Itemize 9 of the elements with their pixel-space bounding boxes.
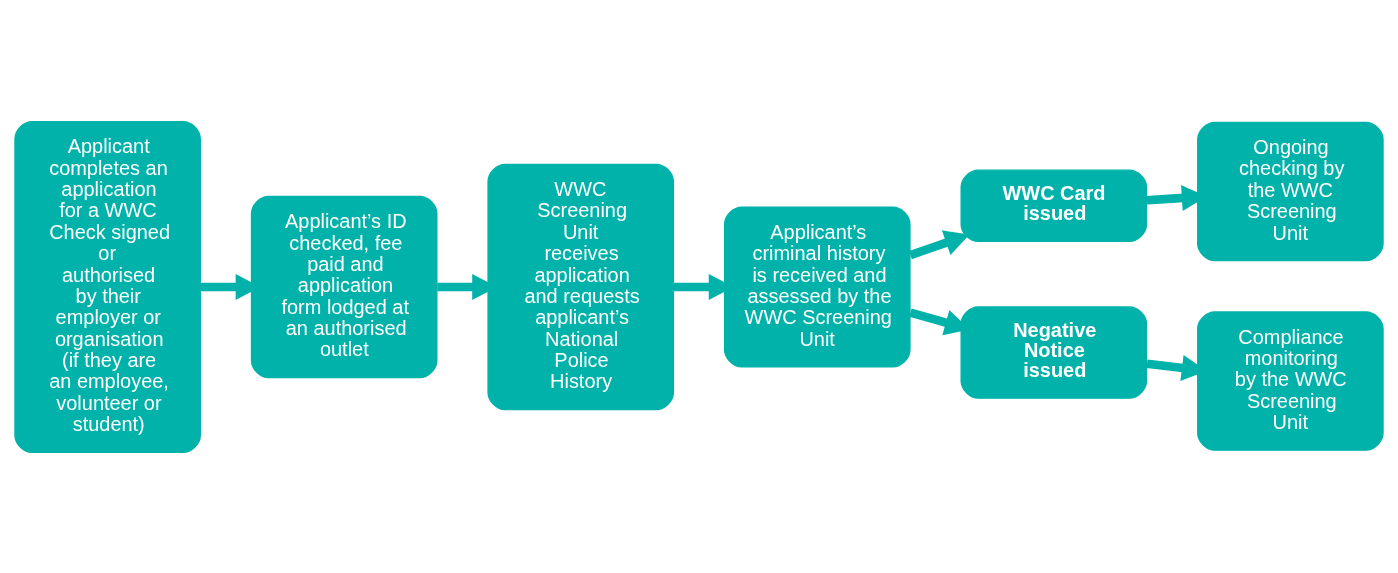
arrow xyxy=(909,229,970,259)
node-box: Applicant completes an application for a WWC Check signed or authorised by their employer or organisation (if they are an employee, volunteer or student) xyxy=(14,120,201,453)
node-box: Applicant’s ID checked, fee paid and application form lodged at an authorised outlet xyxy=(250,195,438,378)
node-box: Compliance monitoring by the WWC Screening Unit xyxy=(1197,310,1384,451)
node-box: Ongoing checking by the WWC Screening Unit xyxy=(1197,121,1384,261)
node-box: Negative Notice issued xyxy=(960,305,1148,399)
node-box: Applicant’s criminal history is received and assessed by the WWC Screening Unit xyxy=(723,206,911,367)
node-box: WWC Card issued xyxy=(960,168,1148,242)
node-box: WWC Screening Unit receives application and requests applicant’s National Police History xyxy=(487,163,675,410)
